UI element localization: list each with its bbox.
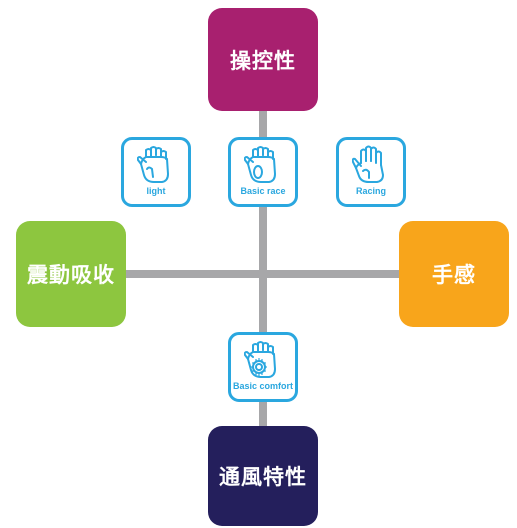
- axis-label-top: 操控性: [230, 48, 296, 73]
- horizontal-axis-line: [125, 270, 401, 278]
- badge-label-racing: Racing: [355, 186, 386, 196]
- badge-label-basic-race: Basic race: [240, 186, 286, 196]
- padded-glove-icon: [244, 341, 276, 378]
- fingerless-glove-icon: [137, 146, 169, 183]
- badge-label-basic-comfort: Basic comfort: [232, 381, 294, 391]
- glove-badge-basic-race: Basic race: [228, 137, 298, 207]
- glove-badge-racing: Racing: [336, 137, 406, 207]
- axis-label-left: 震動吸收: [27, 263, 115, 287]
- glove-badge-light: light: [121, 137, 191, 207]
- axis-box-top: 操控性: [208, 8, 318, 111]
- axis-label-right: 手感: [432, 263, 476, 287]
- fingerless-glove-icon: [244, 146, 276, 183]
- full-finger-glove-icon: [352, 145, 384, 183]
- axis-box-left: 震動吸收: [16, 221, 126, 327]
- badge-label-light: light: [146, 186, 166, 196]
- axis-box-right: 手感: [399, 221, 509, 327]
- axis-label-bottom: 通風特性: [219, 465, 307, 489]
- axis-box-bottom: 通風特性: [208, 426, 318, 526]
- glove-badge-basic-comfort: Basic comfort: [228, 332, 298, 402]
